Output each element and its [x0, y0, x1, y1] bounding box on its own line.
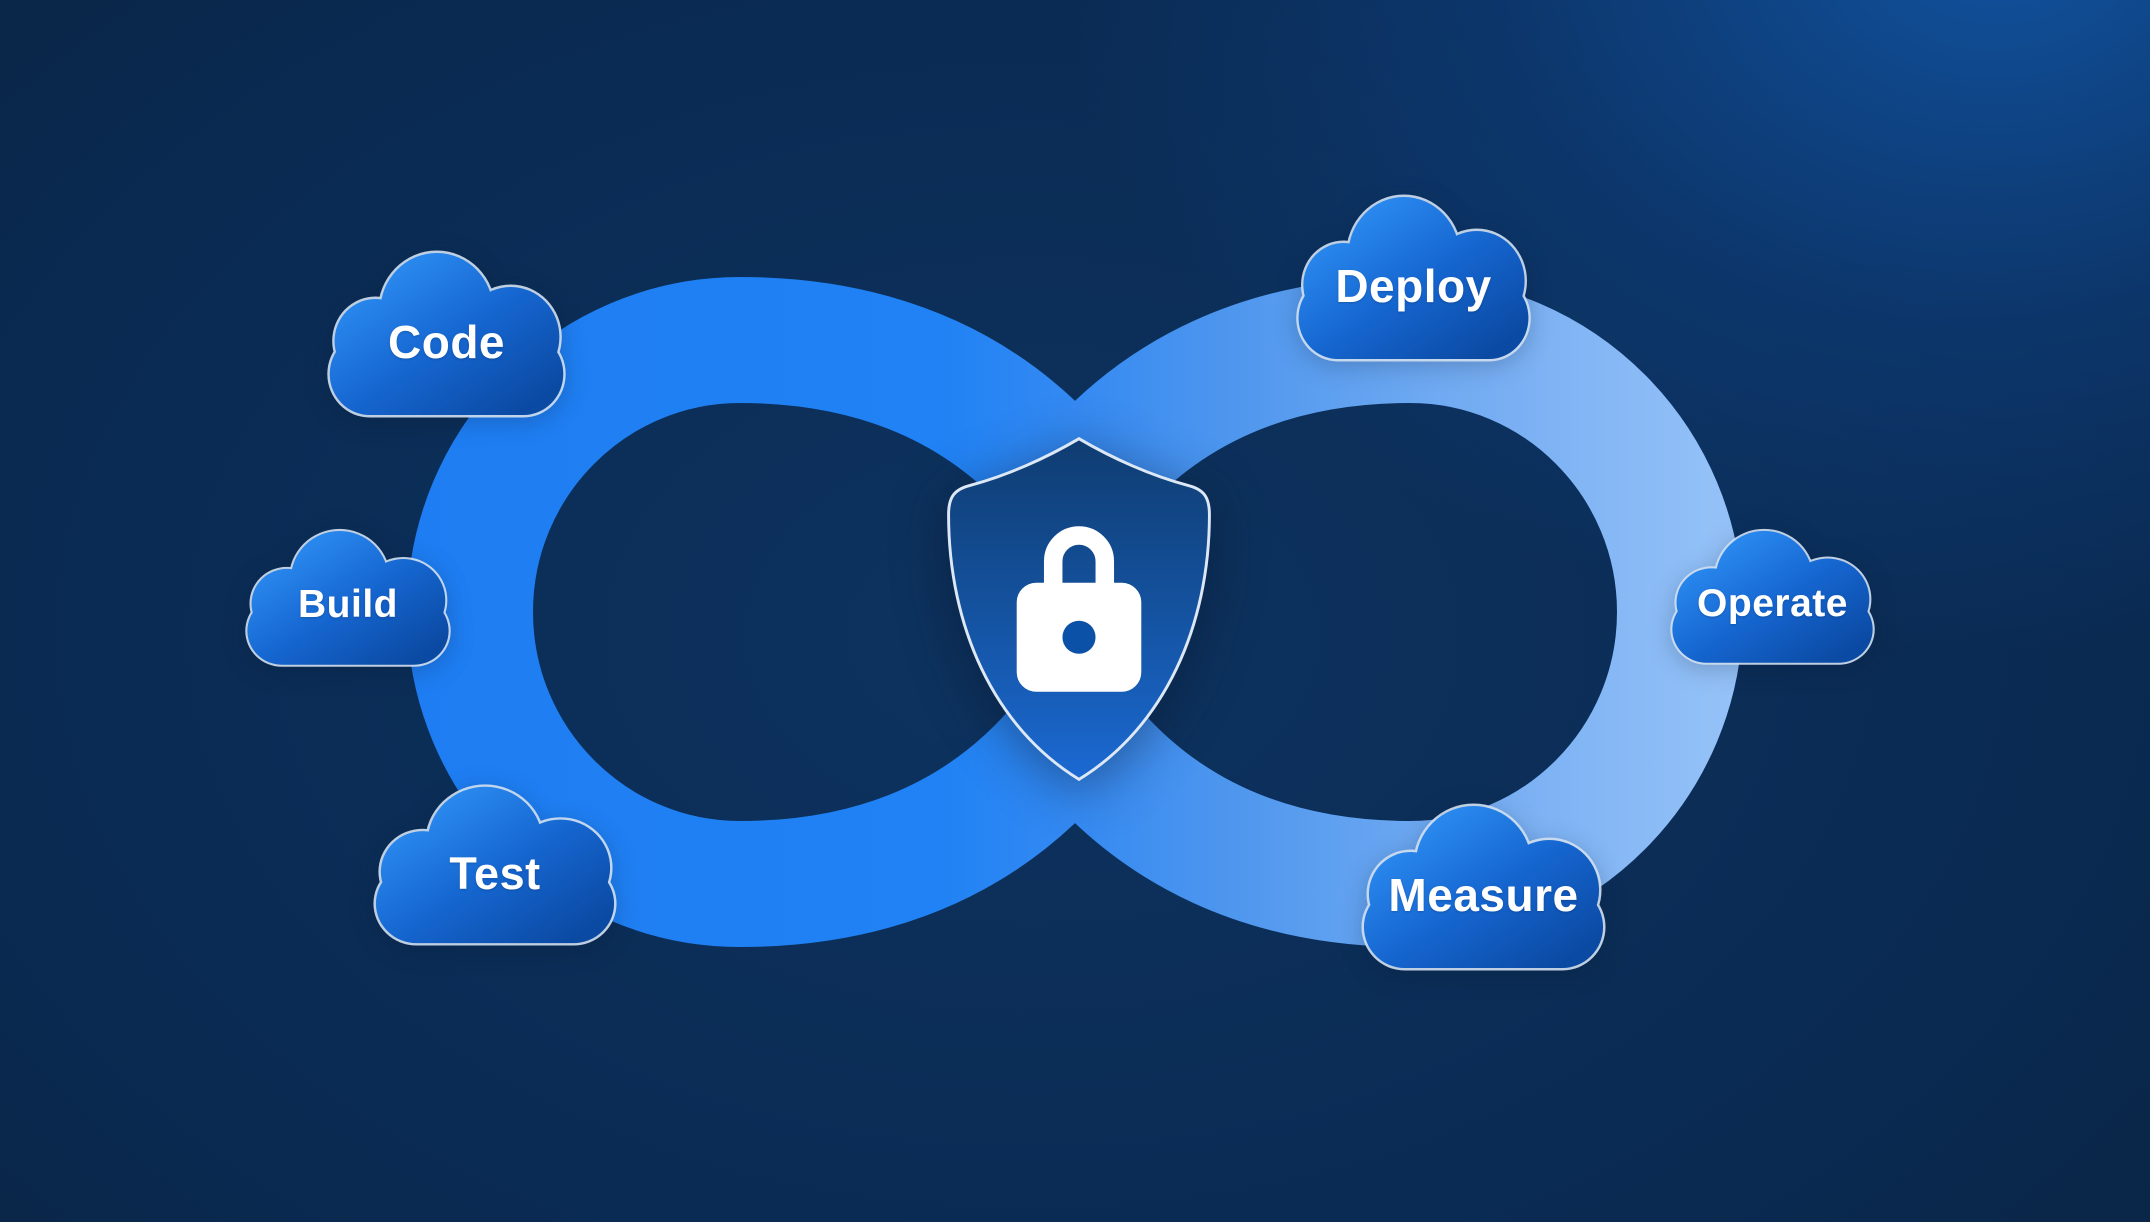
- stage-label-deploy: Deploy: [1335, 259, 1492, 312]
- stage-label-build: Build: [298, 583, 398, 627]
- stage-cloud-measure: Measure: [1354, 800, 1613, 972]
- stage-cloud-operate: Operate: [1664, 526, 1881, 666]
- shield-icon: [947, 436, 1211, 782]
- security-shield: [933, 431, 1225, 789]
- stage-label-operate: Operate: [1697, 582, 1848, 626]
- stage-label-test: Test: [449, 847, 541, 899]
- stage-label-code: Code: [388, 315, 505, 368]
- stage-cloud-code: Code: [320, 247, 573, 419]
- stage-cloud-test: Test: [366, 781, 624, 947]
- lock-icon: [1016, 526, 1142, 692]
- stage-cloud-build: Build: [239, 526, 457, 668]
- stage-label-measure: Measure: [1388, 869, 1579, 922]
- keyhole-dot: [1062, 620, 1096, 654]
- stage-cloud-deploy: Deploy: [1289, 191, 1538, 363]
